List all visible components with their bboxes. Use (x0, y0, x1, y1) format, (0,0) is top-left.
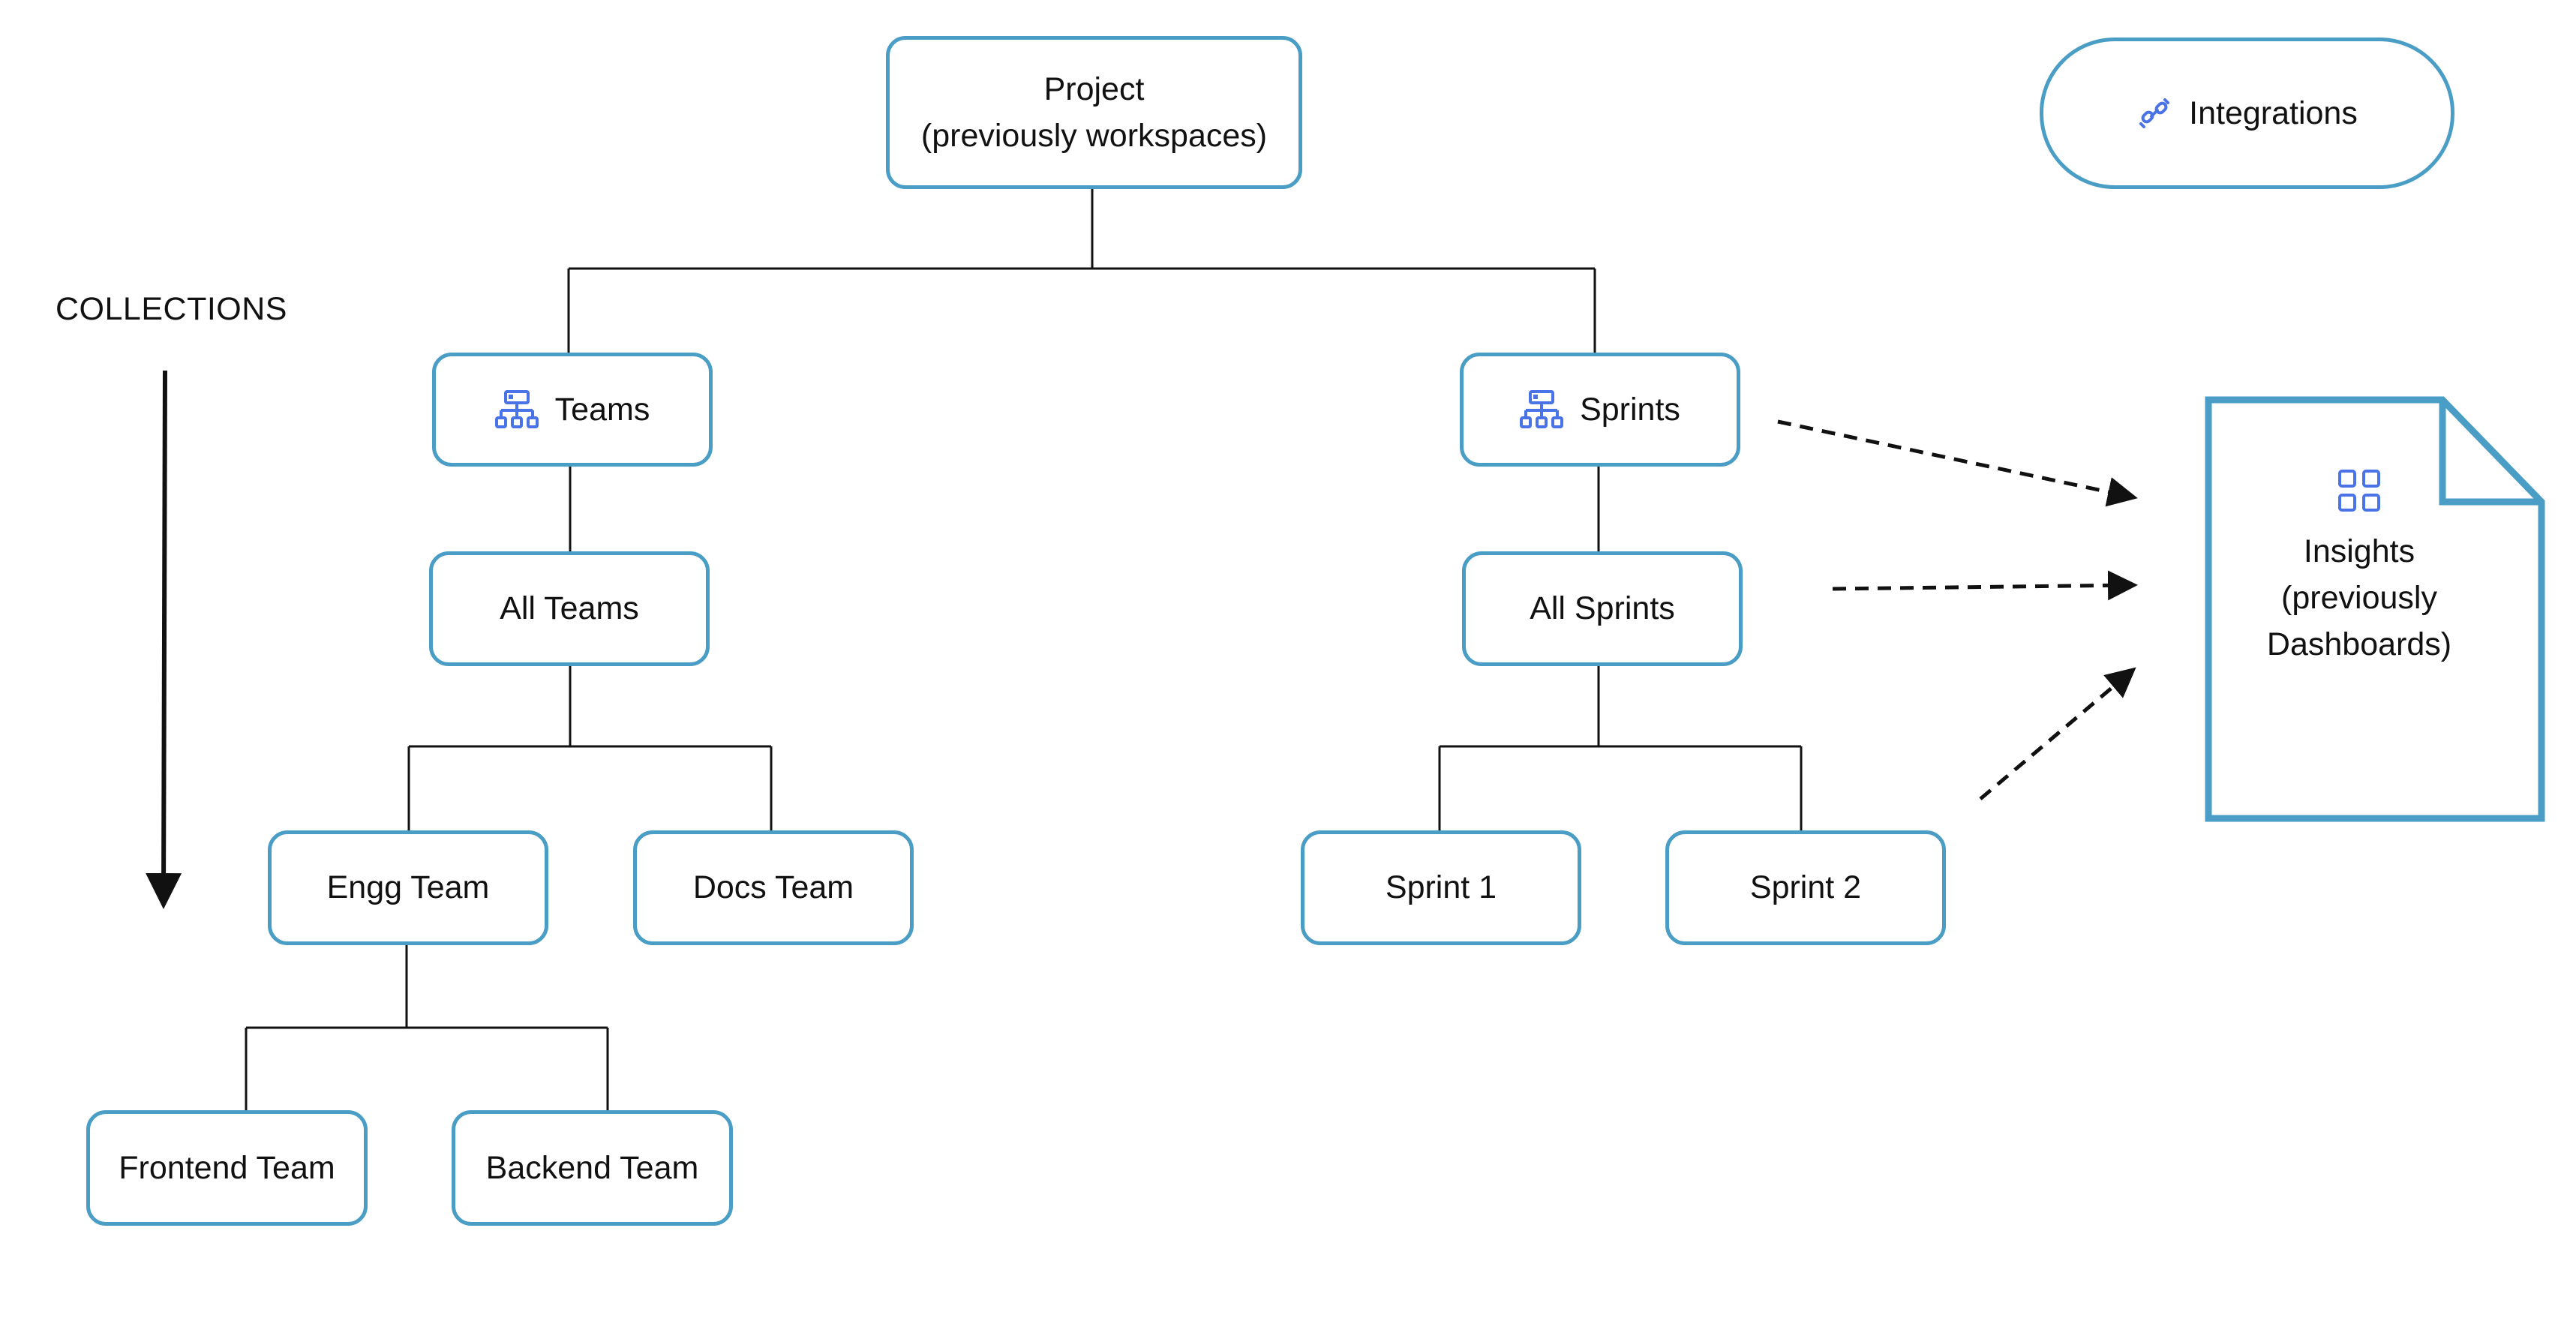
collections-arrow (146, 370, 182, 909)
insights-subtitle-2: Dashboards) (2266, 626, 2452, 662)
docs-team-label: Docs Team (692, 869, 854, 906)
sprint-2-node[interactable]: Sprint 2 (1665, 830, 1946, 945)
dashed-arrows (1777, 419, 2138, 800)
dashed-arrow-sprint2-insights (1979, 667, 2136, 800)
all-sprints-label: All Sprints (1530, 590, 1675, 627)
dashed-arrow-sprints-insights (1777, 419, 2138, 507)
teams-node[interactable]: Teams (432, 353, 713, 467)
frontend-team-node[interactable]: Frontend Team (86, 1110, 368, 1226)
integrations-node[interactable]: Integrations (2040, 38, 2454, 189)
sprint-1-label: Sprint 1 (1385, 869, 1497, 906)
org-chart-icon (1520, 389, 1564, 430)
tree-connectors (245, 189, 1803, 1110)
integrations-label: Integrations (2189, 95, 2358, 131)
backend-team-label: Backend Team (485, 1149, 699, 1186)
all-sprints-node[interactable]: All Sprints (1462, 551, 1743, 666)
frontend-team-label: Frontend Team (119, 1149, 335, 1186)
insights-node[interactable]: Insights (previously Dashboards) (2204, 395, 2549, 823)
insights-subtitle-1: (previously (2281, 580, 2437, 616)
sprint-1-node[interactable]: Sprint 1 (1301, 830, 1581, 945)
all-teams-node[interactable]: All Teams (429, 551, 710, 666)
insights-title: Insights (2303, 533, 2415, 569)
all-teams-label: All Teams (500, 590, 639, 627)
grid-icon (2338, 470, 2380, 512)
engg-team-label: Engg Team (326, 869, 490, 906)
project-subtitle: (previously workspaces) (920, 118, 1268, 154)
engg-team-node[interactable]: Engg Team (268, 830, 548, 945)
sprint-2-label: Sprint 2 (1749, 869, 1862, 906)
docs-team-node[interactable]: Docs Team (633, 830, 914, 945)
sprints-label: Sprints (1580, 391, 1680, 428)
teams-label: Teams (554, 391, 650, 428)
document-shape (2205, 396, 2545, 822)
project-node[interactable]: Project (previously workspaces) (886, 36, 1302, 189)
backend-team-node[interactable]: Backend Team (452, 1110, 733, 1226)
collections-label: COLLECTIONS (56, 291, 287, 327)
link-icon (2136, 95, 2172, 131)
project-title: Project (1043, 71, 1145, 107)
dashed-arrow-allsprints-insights (1832, 570, 2138, 601)
sprints-node[interactable]: Sprints (1460, 353, 1740, 467)
org-chart-icon (494, 389, 539, 430)
